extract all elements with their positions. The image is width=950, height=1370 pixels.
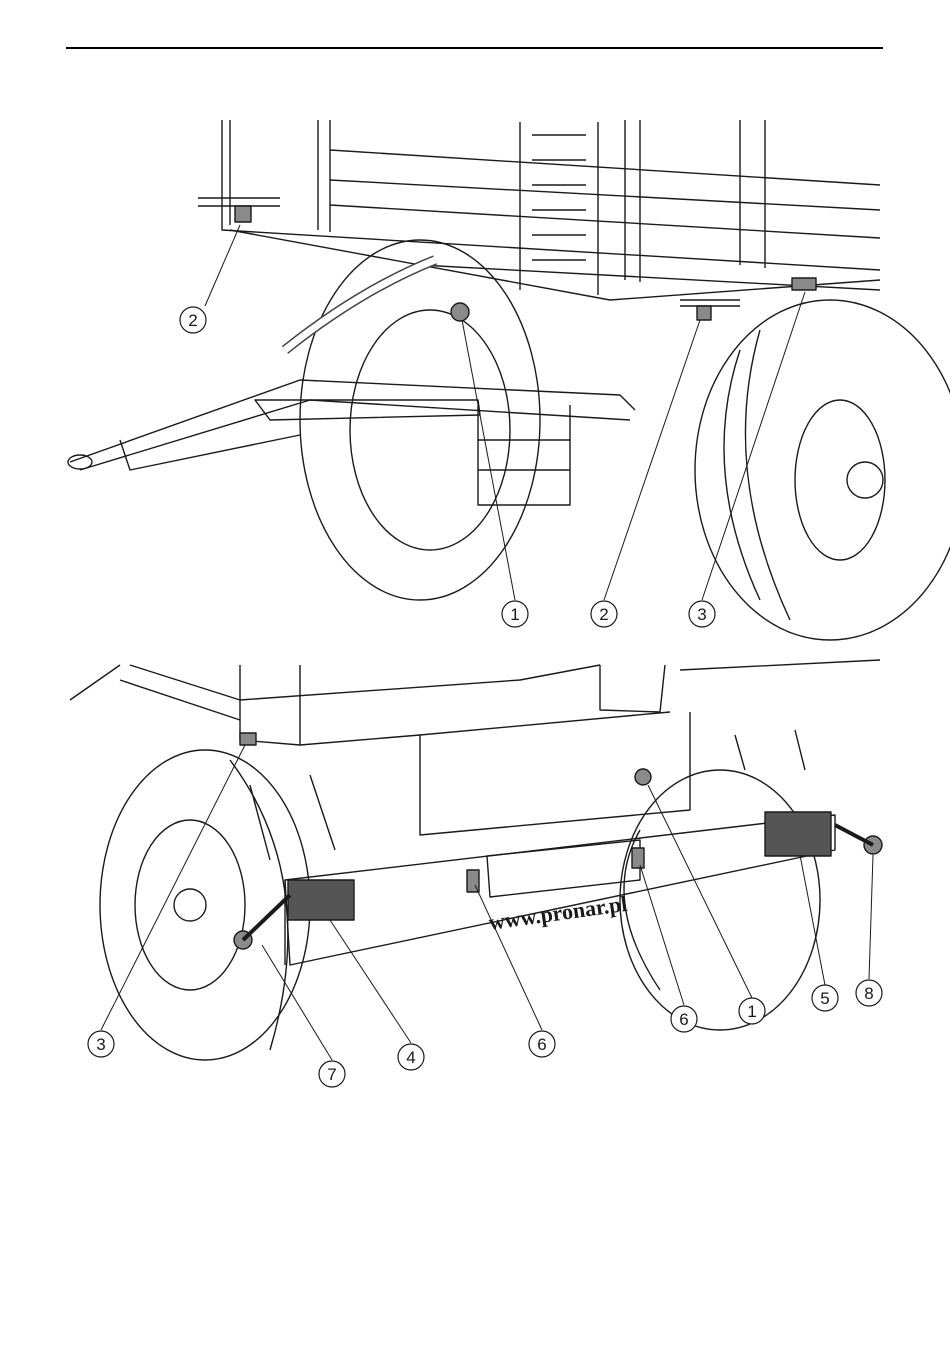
bottom-socket-lamp [635,769,651,785]
top-lock-lamp-left [235,206,251,222]
top-marker-lamp [792,278,816,290]
callout-label: 6 [537,1035,546,1054]
callout-label: 1 [747,1002,756,1021]
callout-label: 1 [510,605,519,624]
callout-label: 7 [327,1065,336,1084]
top-socket-lamp [451,303,469,321]
bottom-reflector-right [765,812,831,856]
callout-label: 2 [599,605,608,624]
callout-label: 5 [820,989,829,1008]
bottom-marker-lamp [240,733,256,745]
top-figure-trailer-front [68,120,950,640]
bottom-plate-lamp-right [632,848,644,868]
callout-label: 8 [864,984,873,1003]
callout-label: 6 [679,1010,688,1029]
callout-label: 4 [406,1048,415,1067]
callout-label: 3 [96,1035,105,1054]
plate-text: www.pronar.pl [487,891,629,935]
top-lock-lamp-right [697,306,711,320]
callout-label: 2 [188,311,197,330]
bottom-reflector-left [288,880,354,920]
callout-label: 3 [697,605,706,624]
